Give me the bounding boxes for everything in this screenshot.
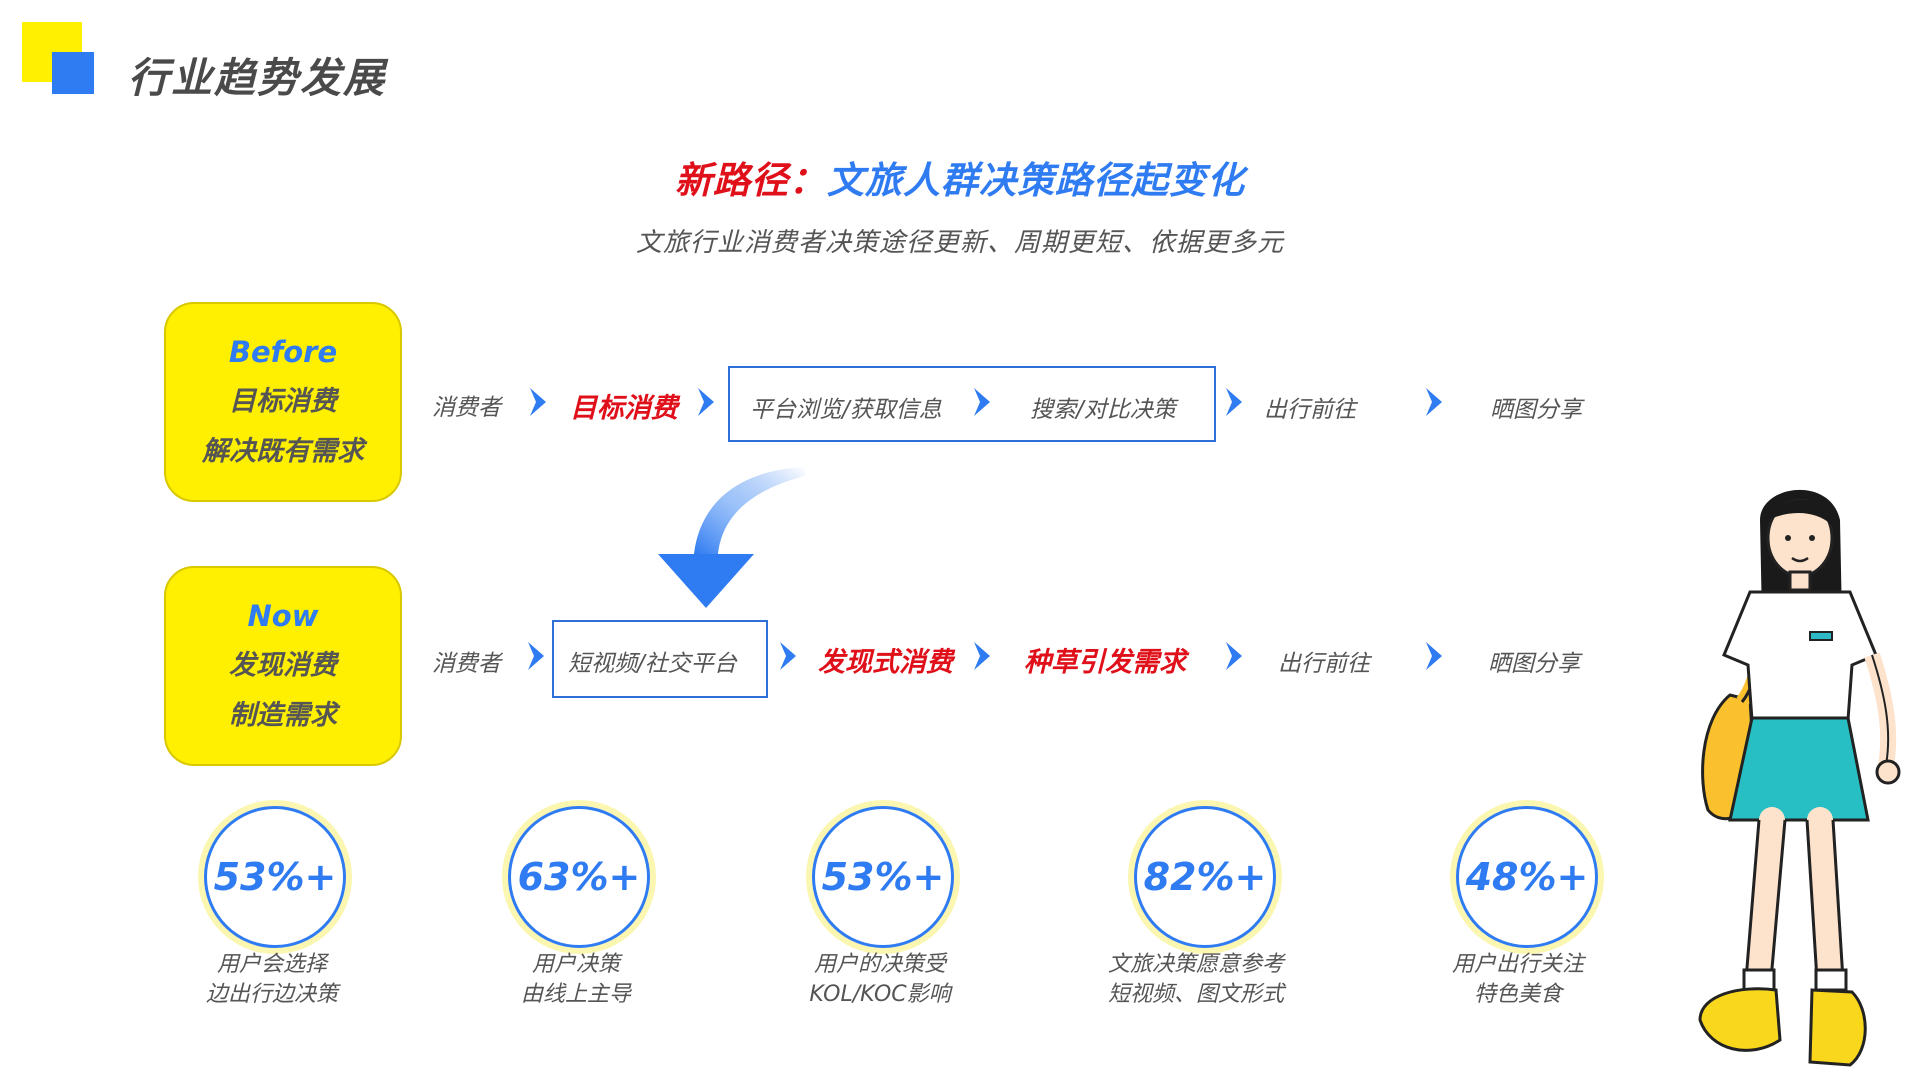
stat-label-3: 用户的决策受 KOL/KOC影响 [750,950,1010,1010]
stat-label-1: 用户会选择 边出行边决策 [142,950,402,1010]
chevron-right-icon [972,640,992,672]
curved-arrow-down-icon [640,462,820,612]
subtitle: 文旅行业消费者决策途径更新、周期更短、依据更多元 [0,222,1920,259]
stat-label-2-line1: 用户决策 [446,950,706,980]
before-step-1: 消费者 [432,388,501,422]
now-step-2: 短视频/社交平台 [568,644,737,678]
now-step-5: 出行前往 [1278,644,1370,678]
stat-label-4: 文旅决策愿意参考 短视频、图文形式 [1066,950,1326,1010]
stat-label-2-line2: 由线上主导 [446,980,706,1010]
stat-circle-1: 53%+ [204,806,346,948]
before-step-6: 晒图分享 [1490,390,1582,424]
chevron-right-icon [526,640,546,672]
headline: 新路径：文旅人群决策路径起变化 [0,150,1920,204]
before-step-5: 出行前往 [1264,390,1356,424]
stat-label-5-line1: 用户出行关注 [1388,950,1648,980]
chevron-right-icon [1424,640,1444,672]
headline-red: 新路径： [675,159,827,202]
stat-circle-2: 63%+ [508,806,650,948]
headline-blue: 文旅人群决策路径起变化 [827,159,1245,202]
chevron-right-icon [972,386,992,418]
stat-label-4-line2: 短视频、图文形式 [1066,980,1326,1010]
stat-label-3-line1: 用户的决策受 [750,950,1010,980]
stat-circle-5: 48%+ [1456,806,1598,948]
now-step-4: 种草引发需求 [1024,640,1186,679]
stat-label-4-line1: 文旅决策愿意参考 [1066,950,1326,980]
before-step-2: 目标消费 [570,386,678,425]
chevron-right-icon [1424,386,1444,418]
girl-illustration [1680,480,1920,1080]
stat-circle-4: 82%+ [1134,806,1276,948]
now-line2: 制造需求 [229,691,337,741]
stat-label-3-line2: KOL/KOC影响 [750,980,1010,1010]
now-step-1: 消费者 [432,644,501,678]
now-line1: 发现消费 [229,641,337,691]
page-title: 行业趋势发展 [128,44,386,104]
chevron-right-icon [778,640,798,672]
before-tag: Before [229,327,337,377]
now-step-6: 晒图分享 [1488,644,1580,678]
now-step-3: 发现式消费 [818,640,953,679]
chevron-right-icon [1224,640,1244,672]
now-tag: Now [248,591,319,641]
logo-blue-square [52,52,94,94]
stat-label-2: 用户决策 由线上主导 [446,950,706,1010]
chevron-right-icon [1224,386,1244,418]
stat-label-5-line2: 特色美食 [1388,980,1648,1010]
before-step-3: 平台浏览/获取信息 [750,390,942,424]
now-box: Now 发现消费 制造需求 [164,566,402,766]
stat-label-1-line2: 边出行边决策 [142,980,402,1010]
before-box: Before 目标消费 解决既有需求 [164,302,402,502]
before-line2: 解决既有需求 [202,427,364,477]
stat-label-1-line1: 用户会选择 [142,950,402,980]
stat-circle-3: 53%+ [812,806,954,948]
before-line1: 目标消费 [229,377,337,427]
before-step-4: 搜索/对比决策 [1030,390,1176,424]
chevron-right-icon [696,386,716,418]
chevron-right-icon [528,386,548,418]
stat-label-5: 用户出行关注 特色美食 [1388,950,1648,1010]
